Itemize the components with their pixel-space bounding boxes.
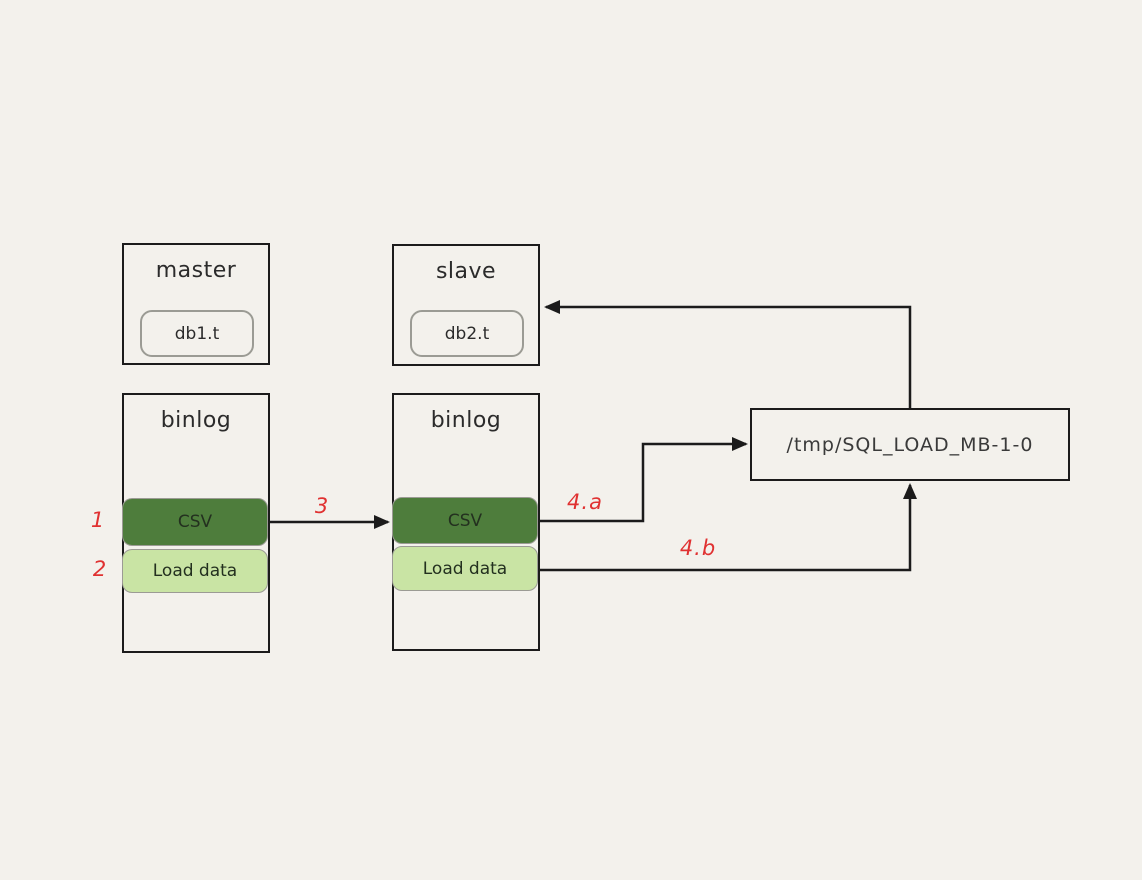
slave-csv-event: CSV: [392, 497, 538, 544]
step1-label: 1: [90, 508, 106, 532]
master-csv-event: CSV: [122, 498, 268, 546]
db1-table-chip: db1.t: [140, 310, 254, 357]
db2-table-chip: db2.t: [410, 310, 524, 357]
master-load-data-event-label: Load data: [152, 561, 238, 581]
step4b-label: 4.b: [679, 536, 717, 560]
slave-load-data-event: Load data: [392, 546, 538, 591]
slave-load-data-event-label: Load data: [422, 558, 508, 579]
slave-title: slave: [435, 259, 497, 284]
tmp-file-node: /tmp/SQL_LOAD_MB-1-0: [750, 408, 1070, 481]
db1-table-label: db1.t: [174, 323, 220, 344]
step2-label: 2: [92, 557, 108, 581]
step3-label: 3: [314, 494, 330, 518]
arrow-tmp-to-slave: [544, 300, 912, 408]
db2-table-label: db2.t: [444, 323, 490, 344]
tmp-file-label: /tmp/SQL_LOAD_MB-1-0: [786, 433, 1034, 456]
master-title: master: [155, 258, 237, 283]
master-csv-event-label: CSV: [177, 512, 213, 532]
master-binlog-title: binlog: [160, 408, 232, 433]
slave-binlog-title: binlog: [430, 408, 502, 433]
slave-csv-event-label: CSV: [447, 510, 483, 531]
step4a-label: 4.a: [567, 490, 603, 514]
master-load-data-event: Load data: [122, 549, 268, 593]
